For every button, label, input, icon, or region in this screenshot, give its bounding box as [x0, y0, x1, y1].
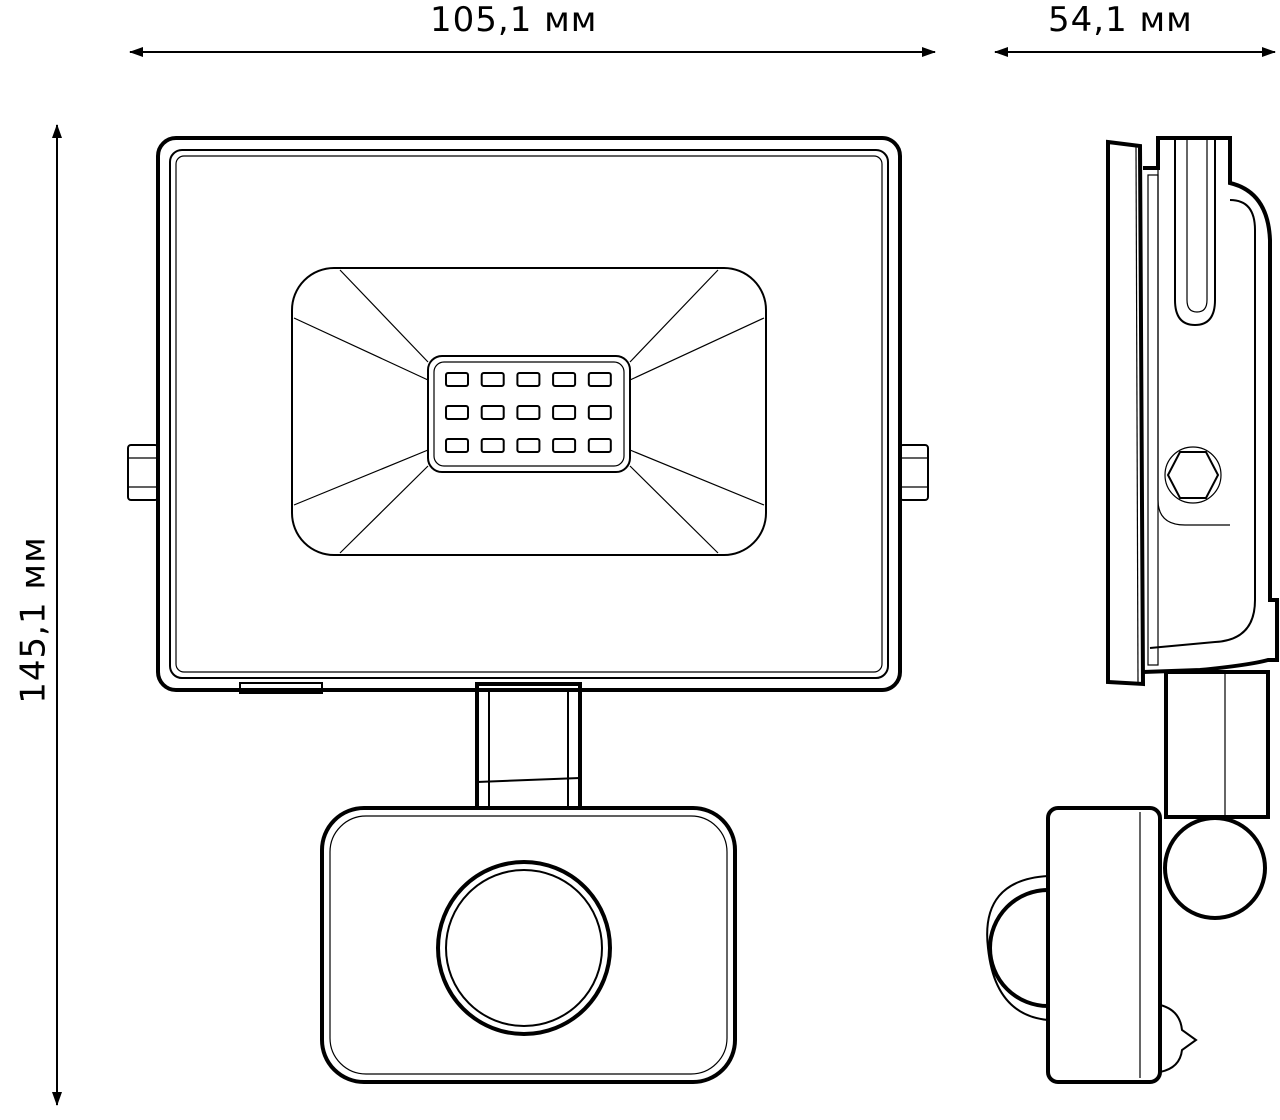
- led-chip: [552, 438, 577, 453]
- led-chip: [516, 438, 541, 453]
- led-chip: [445, 405, 469, 420]
- led-chip: [587, 438, 612, 453]
- led-chip: [587, 372, 612, 387]
- led-chip: [552, 372, 577, 387]
- led-chip: [587, 405, 612, 420]
- led-chip: [480, 372, 505, 387]
- led-chip: [445, 372, 469, 387]
- led-chip: [480, 405, 505, 420]
- led-chip: [445, 438, 469, 453]
- width-dimension-label: 105,1 мм: [430, 0, 598, 40]
- depth-dimension-label: 54,1 мм: [1048, 0, 1193, 40]
- side-view: [986, 136, 1279, 1084]
- led-chip: [552, 405, 577, 420]
- led-chip: [516, 405, 541, 420]
- led-grid: [445, 372, 612, 453]
- led-chip: [480, 438, 505, 453]
- led-chip: [516, 372, 541, 387]
- front-view: [127, 136, 929, 1084]
